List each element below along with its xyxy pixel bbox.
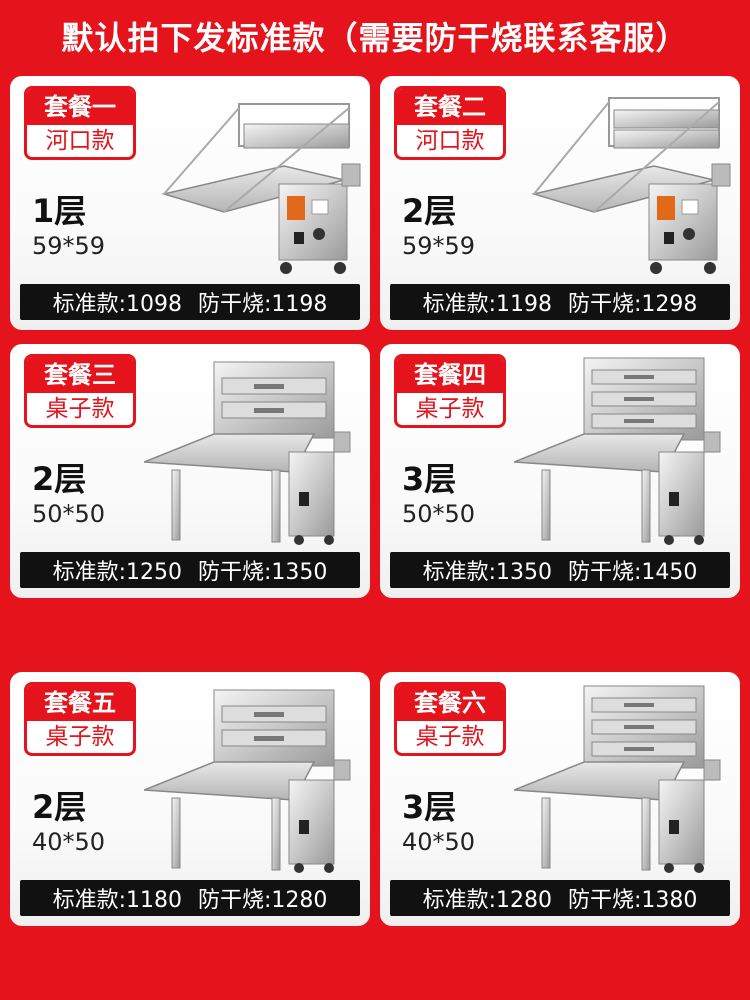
package-type: 桌子款 [415,724,485,750]
product-image-trolley-steamer [514,84,734,280]
package-badge: 套餐六 桌子款 [394,682,506,756]
price-bar: 标准款:1180 防干烧:1280 [20,880,360,916]
antidry-price: 防干烧:1280 [198,888,328,913]
package-badge: 套餐二 河口款 [394,86,506,160]
product-image-table-steamer [144,680,364,876]
antidry-price: 防干烧:1198 [198,292,328,317]
layer-count: 3层 [402,788,457,826]
package-badge: 套餐四 桌子款 [394,354,506,428]
layer-count: 2层 [402,192,457,230]
package-type: 河口款 [415,128,485,154]
product-image-table-steamer [144,352,364,548]
tray-size: 59*59 [402,232,476,260]
package-name: 套餐二 [397,89,503,125]
package-name: 套餐一 [27,89,133,125]
package-name: 套餐三 [27,357,133,393]
layer-count: 3层 [402,460,457,498]
package-type: 桌子款 [45,724,115,750]
package-card-2[interactable]: 套餐二 河口款 2层 59*59 标准款:1198 防干烧:1298 [380,76,740,330]
package-type: 河口款 [45,128,115,154]
standard-price: 标准款:1350 [422,560,552,585]
price-bar: 标准款:1280 防干烧:1380 [390,880,730,916]
price-bar: 标准款:1098 防干烧:1198 [20,284,360,320]
standard-price: 标准款:1198 [422,292,552,317]
package-card-1[interactable]: 套餐一 河口款 1层 59*59 标准款:1098 防干烧:1198 [10,76,370,330]
page-title: 默认拍下发标准款（需要防干烧联系客服） [61,19,689,57]
layer-count: 2层 [32,460,87,498]
standard-price: 标准款:1280 [422,888,552,913]
price-bar: 标准款:1250 防干烧:1350 [20,552,360,588]
product-image-table-steamer [514,680,734,876]
antidry-price: 防干烧:1450 [568,560,698,585]
package-card-4[interactable]: 套餐四 桌子款 3层 50*50 标准款:1350 防干烧:1450 [380,344,740,598]
tray-size: 59*59 [32,232,106,260]
standard-price: 标准款:1250 [52,560,182,585]
layer-count: 1层 [32,192,87,230]
antidry-price: 防干烧:1380 [568,888,698,913]
price-bar: 标准款:1198 防干烧:1298 [390,284,730,320]
tray-size: 50*50 [402,500,476,528]
standard-price: 标准款:1180 [52,888,182,913]
package-type: 桌子款 [45,396,115,422]
package-name: 套餐五 [27,685,133,721]
standard-price: 标准款:1098 [52,292,182,317]
tray-size: 40*50 [32,828,106,856]
package-type: 桌子款 [415,396,485,422]
package-card-3[interactable]: 套餐三 桌子款 2层 50*50 标准款:1250 防干烧:1350 [10,344,370,598]
tray-size: 40*50 [402,828,476,856]
package-badge: 套餐一 河口款 [24,86,136,160]
product-image-trolley-steamer [144,84,364,280]
package-badge: 套餐三 桌子款 [24,354,136,428]
layer-count: 2层 [32,788,87,826]
price-bar: 标准款:1350 防干烧:1450 [390,552,730,588]
package-card-5[interactable]: 套餐五 桌子款 2层 40*50 标准款:1180 防干烧:1280 [10,672,370,926]
package-name: 套餐四 [397,357,503,393]
antidry-price: 防干烧:1350 [198,560,328,585]
package-card-6[interactable]: 套餐六 桌子款 3层 40*50 标准款:1280 防干烧:1380 [380,672,740,926]
antidry-price: 防干烧:1298 [568,292,698,317]
product-image-table-steamer [514,352,734,548]
package-name: 套餐六 [397,685,503,721]
tray-size: 50*50 [32,500,106,528]
package-badge: 套餐五 桌子款 [24,682,136,756]
